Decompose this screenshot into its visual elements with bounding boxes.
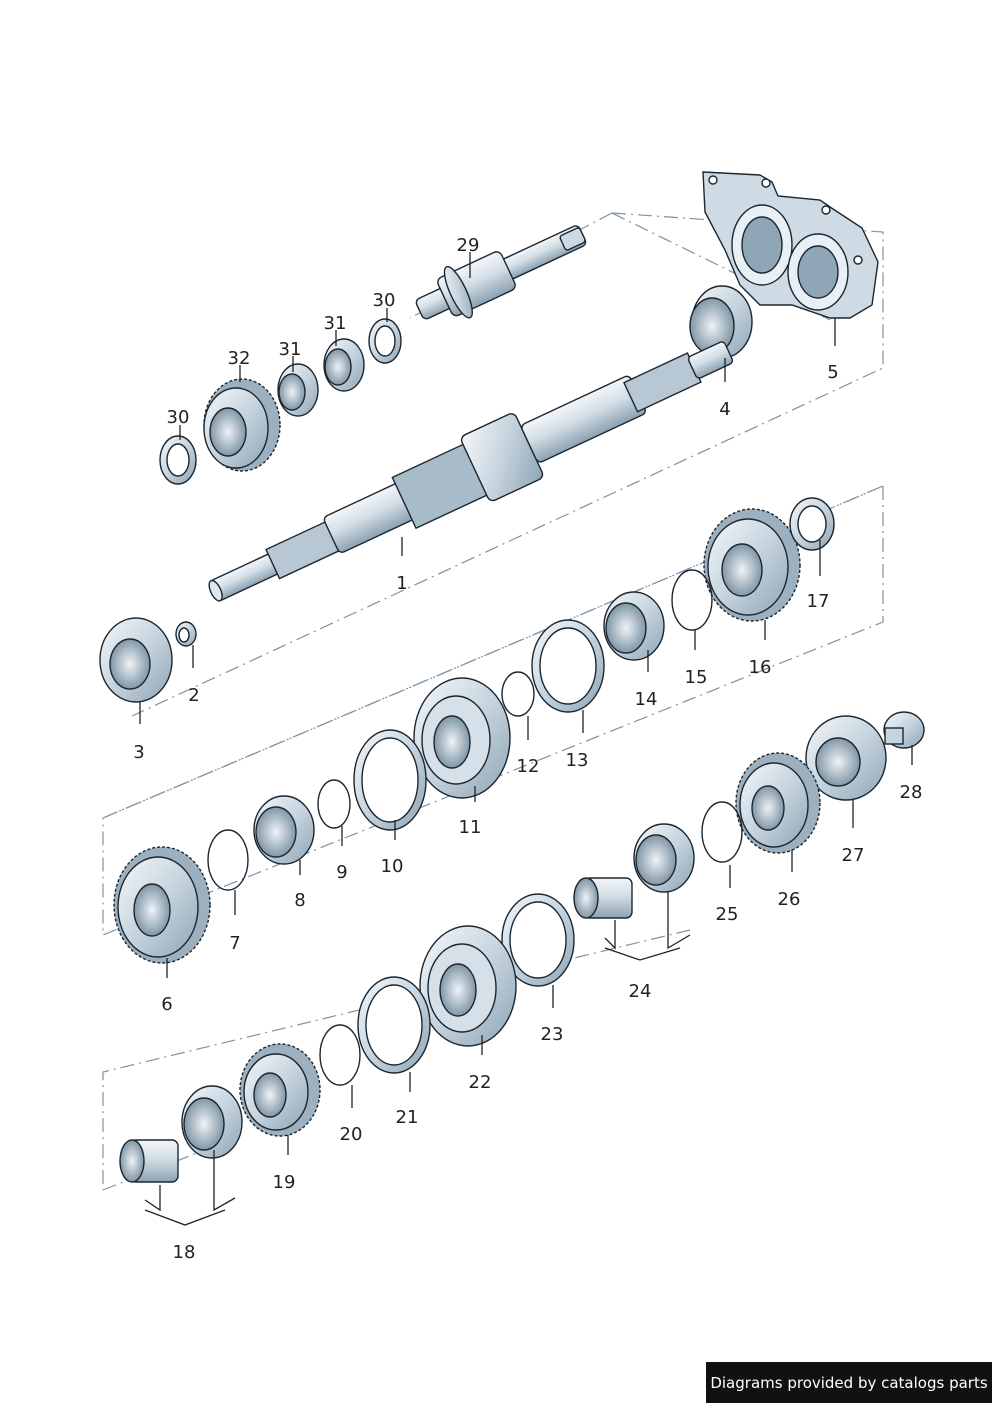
label-3: 3 (133, 742, 144, 763)
label-2: 2 (188, 685, 199, 706)
part-30-thrust-washer-right (368, 318, 402, 364)
part-25-snap-ring (701, 801, 743, 863)
label-10: 10 (381, 856, 404, 877)
label-31-right: 31 (324, 313, 347, 334)
credit-text: Diagrams provided by catalogs parts (710, 1373, 988, 1392)
part-29-stub-shaft (415, 225, 587, 320)
part-6-gear (113, 846, 211, 964)
part-10-synchro-ring (353, 729, 427, 831)
label-22: 22 (469, 1072, 492, 1093)
part-1-main-shaft (208, 341, 734, 602)
label-9: 9 (336, 862, 347, 883)
part-27-ball-bearing (805, 715, 887, 801)
label-4: 4 (719, 399, 730, 420)
label-12: 12 (517, 756, 540, 777)
part-24-needle-bearing (633, 823, 695, 893)
part-5-housing-plate (702, 171, 879, 319)
part-23-synchro-ring (501, 893, 575, 987)
part-2-ring (175, 621, 197, 647)
label-5: 5 (827, 362, 838, 383)
part-11-synchro-hub (413, 677, 511, 799)
label-30-right: 30 (373, 290, 396, 311)
label-1: 1 (396, 573, 407, 594)
label-27: 27 (842, 845, 865, 866)
part-21-synchro-ring (357, 976, 431, 1074)
label-16: 16 (749, 657, 772, 678)
label-21: 21 (396, 1107, 419, 1128)
credit-banner: Diagrams provided by catalogs parts (706, 1362, 992, 1403)
label-25: 25 (716, 904, 739, 925)
part-20-snap-ring (319, 1024, 361, 1086)
label-8: 8 (294, 890, 305, 911)
part-17-thrust-washer (789, 497, 835, 551)
part-31-needle-bearing-right (323, 338, 365, 392)
part-16-gear (703, 508, 801, 622)
part-12-snap-ring (501, 671, 535, 717)
label-17: 17 (807, 591, 830, 612)
label-32: 32 (228, 348, 251, 369)
part-14-needle-bearing (603, 591, 665, 661)
part-7-snap-ring (207, 829, 249, 891)
label-28: 28 (900, 782, 923, 803)
label-6: 6 (161, 994, 172, 1015)
part-labels: 1 2 3 4 5 6 7 8 9 10 11 12 13 14 15 16 1… (133, 235, 922, 1263)
part-30-thrust-washer-left (159, 435, 197, 485)
leader-lines (139, 252, 913, 1226)
label-20: 20 (340, 1124, 363, 1145)
label-14: 14 (635, 689, 658, 710)
label-24: 24 (629, 981, 652, 1002)
part-32-gear (203, 378, 281, 472)
part-26-gear (735, 752, 821, 854)
part-28-plug (883, 711, 925, 749)
part-19-gear (239, 1043, 321, 1137)
label-30-left: 30 (167, 407, 190, 428)
label-7: 7 (229, 933, 240, 954)
part-24-bushing (573, 877, 633, 919)
part-8-needle-bearing (253, 795, 315, 865)
part-9-snap-ring (317, 779, 351, 829)
label-29: 29 (457, 235, 480, 256)
label-19: 19 (273, 1172, 296, 1193)
part-22-synchro-hub (419, 925, 517, 1047)
part-13-synchro-ring (531, 619, 605, 713)
label-15: 15 (685, 667, 708, 688)
part-15-snap-ring (671, 569, 713, 631)
part-18-bushing (119, 1139, 179, 1183)
part-18-needle-bearing (181, 1085, 243, 1159)
label-31-left: 31 (279, 339, 302, 360)
label-23: 23 (541, 1024, 564, 1045)
part-31-needle-bearing-left (277, 363, 319, 417)
label-13: 13 (566, 750, 589, 771)
label-11: 11 (459, 817, 482, 838)
label-18: 18 (173, 1242, 196, 1263)
part-3-ball-bearing (99, 617, 173, 703)
label-26: 26 (778, 889, 801, 910)
